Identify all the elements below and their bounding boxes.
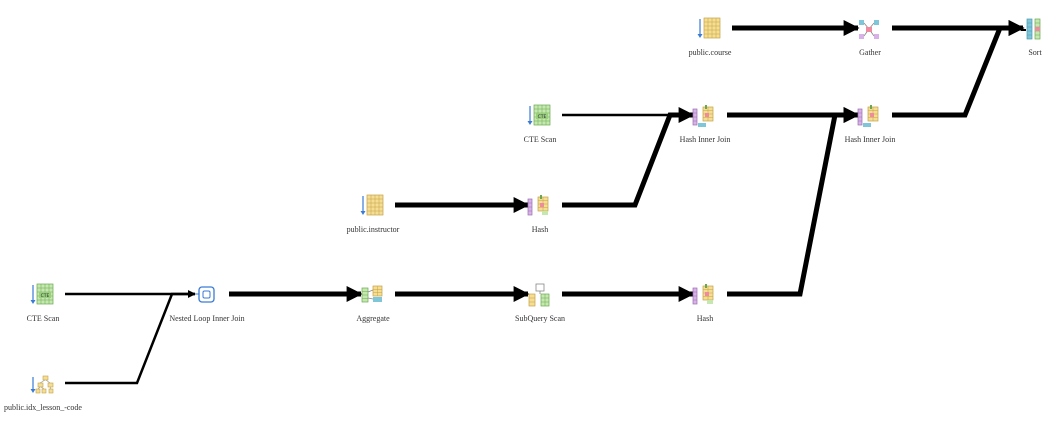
cte-scan-icon: CTE: [526, 103, 552, 129]
gather-icon: [856, 16, 882, 42]
plan-node-label: public.course: [688, 48, 732, 57]
plan-node-label: CTE Scan: [26, 314, 60, 323]
svg-text:CTE: CTE: [41, 293, 50, 299]
sort-icon: [1021, 16, 1047, 42]
plan-node-label: public.idx_lesson_-code: [4, 403, 82, 412]
cte-scan-icon: CTE: [29, 282, 55, 308]
plan-node-label: public.instructor: [346, 225, 400, 234]
edge-hash_bottom-to-hij2: [727, 106, 860, 297]
subquery-scan-icon: [526, 282, 552, 308]
plan-node-label: SubQuery Scan: [515, 314, 565, 323]
edge-hash_top-to-hij1: [562, 106, 695, 208]
nested-loop-icon: [193, 282, 219, 308]
aggregate-icon: [359, 282, 385, 308]
table-scan-icon: [696, 16, 722, 42]
table-scan-icon: [359, 193, 385, 219]
plan-node-label: CTE Scan: [523, 135, 557, 144]
edge-idx-to-nested: [65, 289, 196, 385]
hash-join-icon: [691, 103, 717, 129]
hash-icon: [526, 193, 552, 219]
plan-node-label: Sort: [1028, 48, 1042, 57]
hash-icon: [691, 282, 717, 308]
index-scan-icon: [29, 371, 55, 397]
plan-node-label: Hash Inner Join: [679, 135, 731, 144]
plan-node-label: Hash: [531, 225, 549, 234]
svg-text:CTE: CTE: [538, 114, 547, 120]
plan-node-label: Aggregate: [356, 314, 390, 323]
plan-node-label: Gather: [859, 48, 881, 57]
edge-hij2-to-sort: [892, 19, 1025, 118]
plan-node-label: Nested Loop Inner Join: [169, 314, 245, 323]
hash-join-icon: [856, 103, 882, 129]
plan-node-label: Hash Inner Join: [844, 135, 896, 144]
plan-node-label: Hash: [696, 314, 714, 323]
